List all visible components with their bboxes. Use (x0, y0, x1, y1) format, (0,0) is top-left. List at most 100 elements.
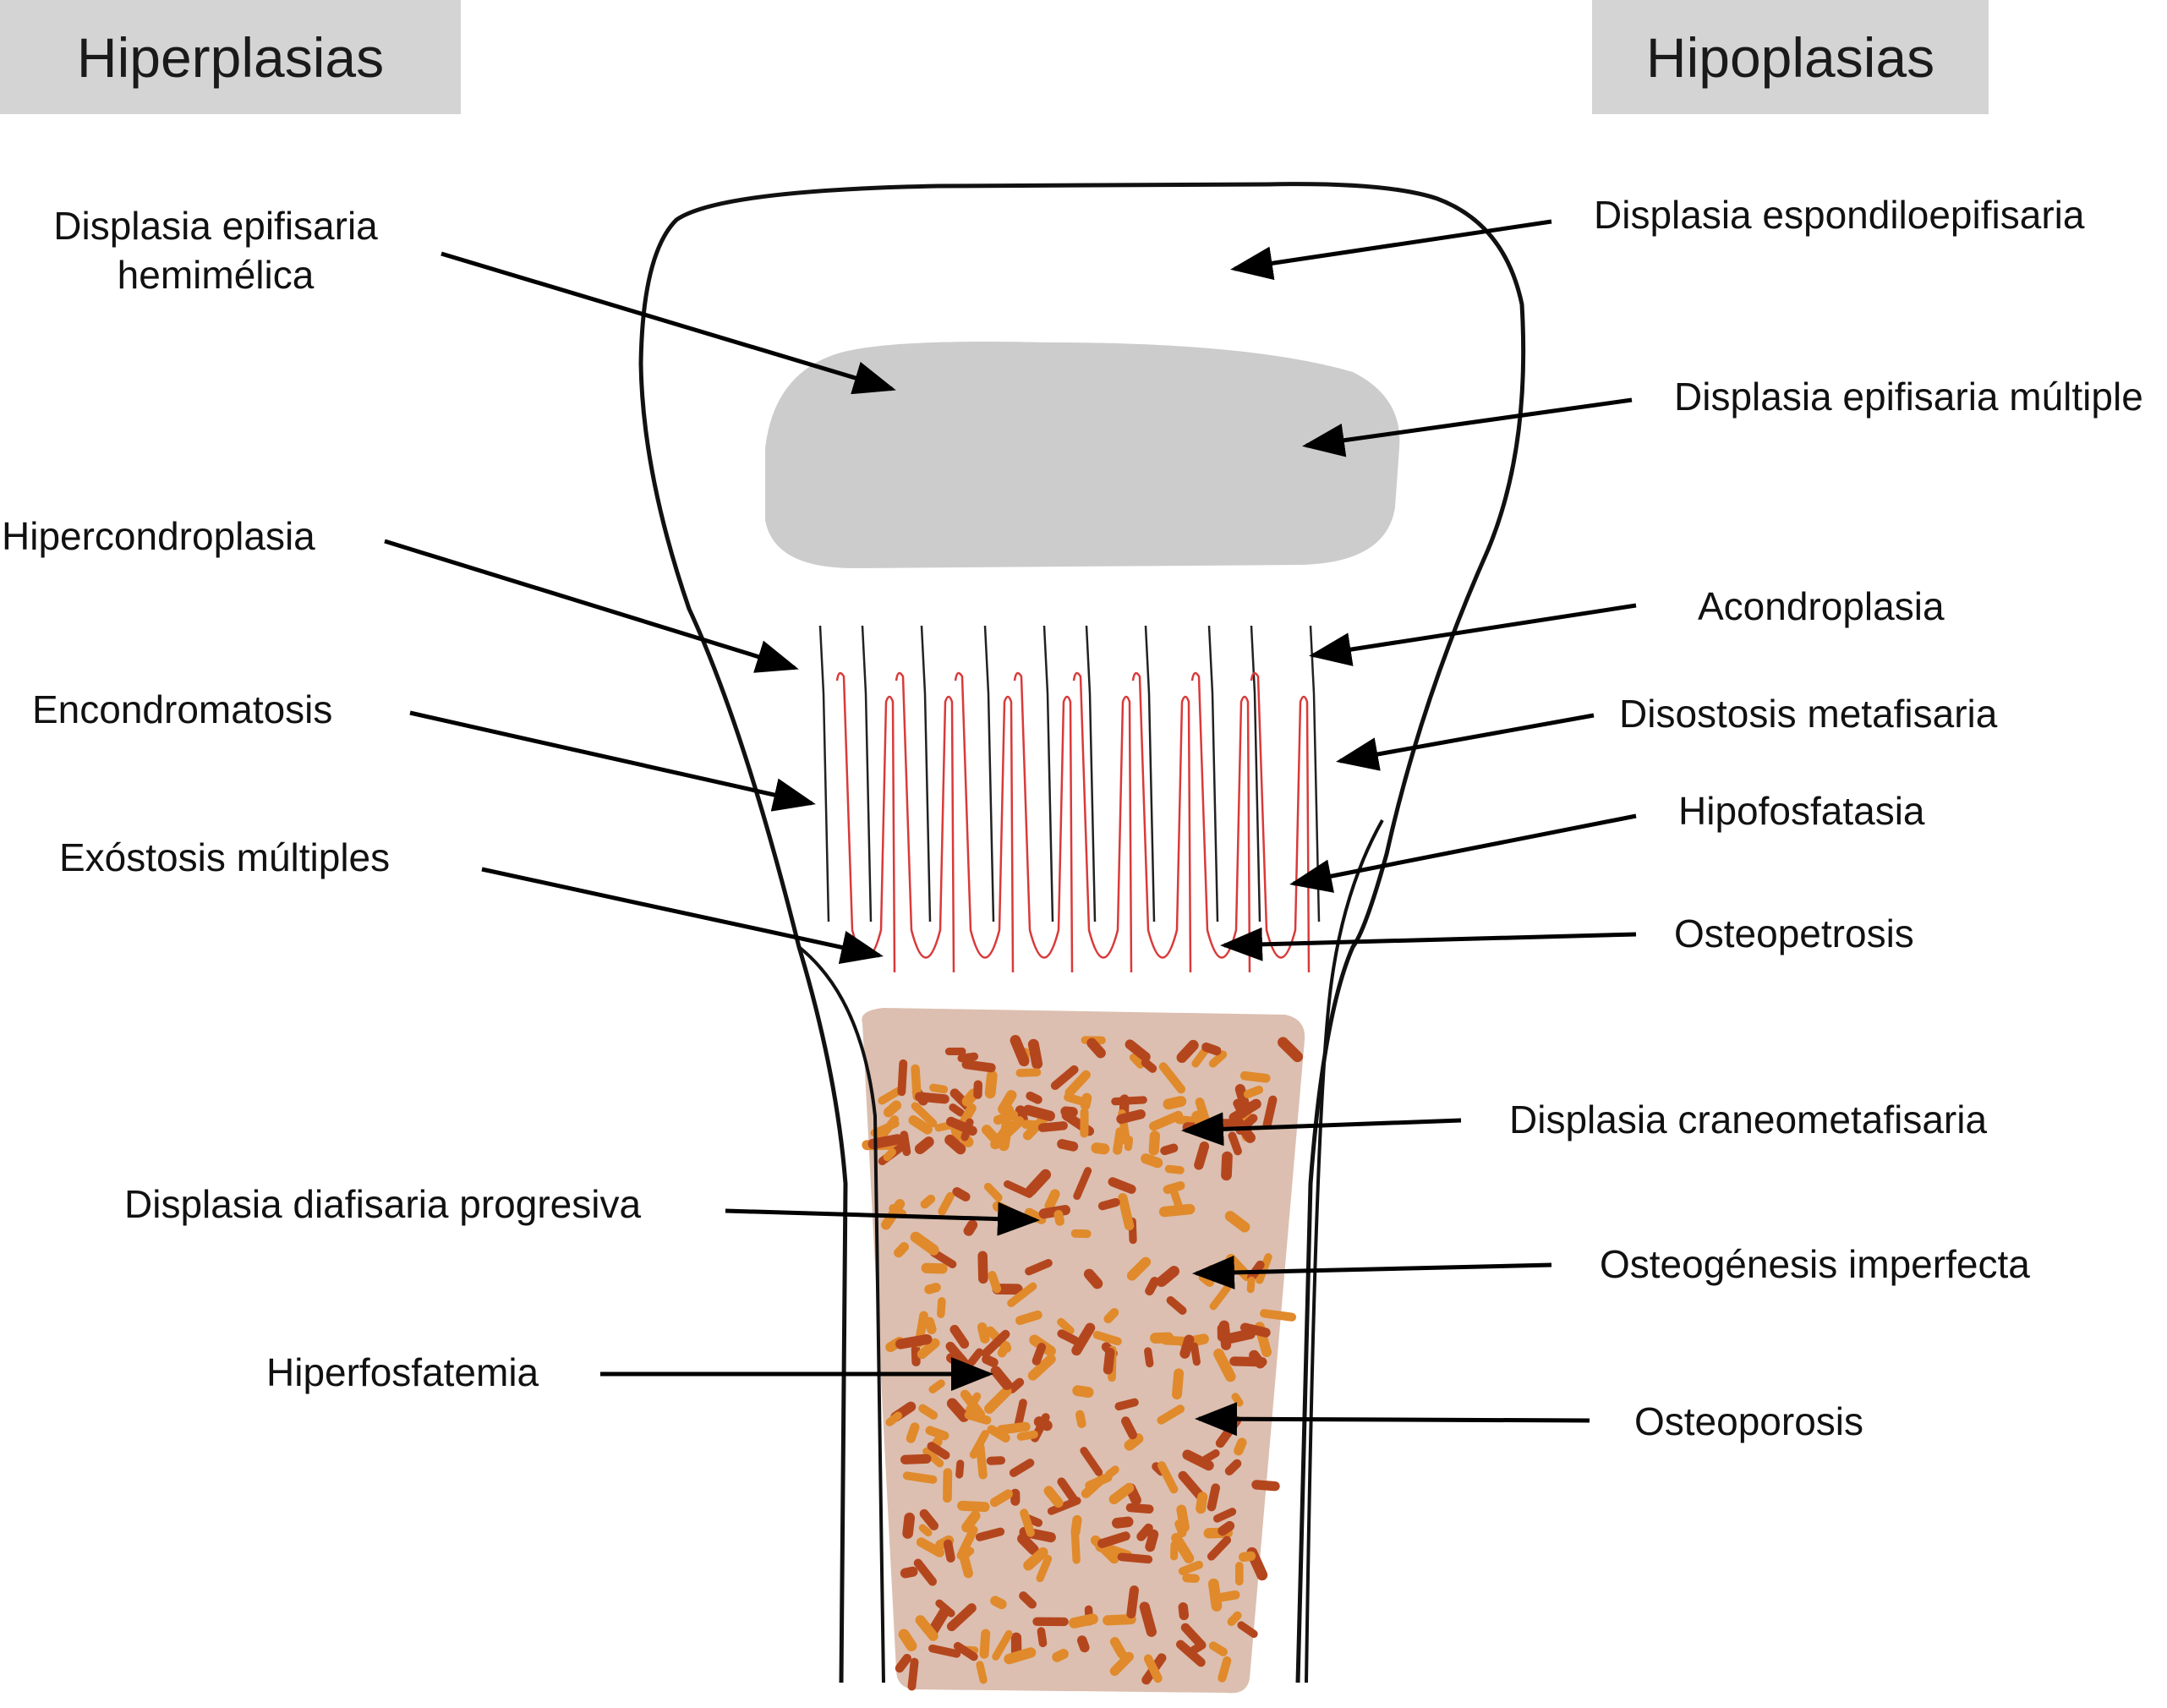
trabecula-speck (1141, 1058, 1157, 1073)
trabecula-speck (1064, 1092, 1087, 1106)
trabecula-speck (914, 1136, 934, 1155)
trabecula-speck (1023, 1547, 1048, 1571)
trabecula-speck (992, 1629, 1013, 1661)
trabecula-speck (1156, 1266, 1179, 1288)
trabecula-speck (983, 1182, 1003, 1202)
trabecula-speck (1208, 1050, 1228, 1068)
trabecula-speck (949, 1324, 970, 1349)
trabecula-speck (996, 1421, 1031, 1435)
label-osteogenesis-imperfecta: Osteogénesis imperfecta (1600, 1242, 2030, 1286)
trabecula-speck (1033, 1416, 1053, 1432)
trabecula-speck (976, 1442, 988, 1480)
trabecula-speck (1218, 1656, 1232, 1683)
trabecula-speck (1070, 1530, 1081, 1564)
trabecula-speck (922, 1447, 944, 1468)
trabecula-speck (917, 1338, 940, 1360)
trabecula-speck (1174, 1519, 1187, 1538)
trabecula-speck (961, 1510, 981, 1533)
trabecula-speck (1103, 1347, 1115, 1375)
trabecula-speck (1216, 1590, 1240, 1602)
trabecula-speck (921, 1262, 948, 1274)
trabecula-speck (878, 1087, 902, 1105)
trabecula-speck (982, 1355, 999, 1367)
trabecula-speck (1004, 1647, 1037, 1665)
trabecula-speck (1108, 1482, 1135, 1505)
epiphysis-nucleus (765, 342, 1400, 568)
trabecula-speck (1064, 1070, 1091, 1098)
label-displasia-epifisaria-hemimelica: Displasia epifisaria hemimélica (42, 201, 389, 299)
trabecula-speck (938, 1191, 955, 1216)
growth-column-red (954, 671, 1015, 973)
trabecula-speck (1145, 1277, 1159, 1296)
trabecula-speck (875, 1115, 900, 1143)
trabecula-speck (998, 1118, 1013, 1152)
trabecula-speck (1113, 1127, 1125, 1155)
label-osteopetrosis: Osteopetrosis (1674, 911, 1914, 955)
arrow-displasia-epifisaria-hemimelica (441, 251, 896, 395)
trabecula-speck (943, 1539, 955, 1563)
trabecula-speck (1085, 1473, 1113, 1491)
trabecula-speck (928, 1644, 961, 1658)
trabecula-speck (911, 1344, 921, 1367)
label-exostosis-multiples: Exóstosis múltiples (59, 835, 391, 879)
trabecula-speck (1201, 1449, 1220, 1464)
trabecula-speck (894, 1242, 909, 1258)
trabecula-speck (1097, 1531, 1130, 1548)
trabecula-speck (1057, 1139, 1079, 1152)
trabecula-speck (1026, 1091, 1042, 1104)
trabecula-speck (1182, 1449, 1214, 1471)
trabecula-speck (927, 1607, 949, 1638)
trabecula-speck (1234, 1084, 1251, 1114)
trabecula-speck (1207, 1578, 1223, 1612)
trabecula-speck (1148, 1130, 1161, 1156)
arrow-displasia-epifisaria-multiple (1302, 397, 1633, 457)
trabecula-speck (977, 1322, 990, 1344)
trabecula-speck (1097, 1197, 1120, 1211)
trabecula-speck (928, 1379, 945, 1393)
trabecula-speck (1060, 1106, 1078, 1118)
trabecula-speck (989, 1489, 1013, 1508)
trabecula-speck (1086, 1037, 1106, 1059)
trabecula-speck (1178, 1601, 1190, 1621)
trabecula-speck (1038, 1205, 1070, 1219)
growth-plate (818, 625, 1321, 973)
trabecula-speck (1083, 1268, 1103, 1289)
trabecula-speck (1126, 1256, 1152, 1281)
trabecula-speck (1010, 1035, 1030, 1067)
trabecula-speck (1017, 1533, 1039, 1555)
trabecula-speck (1228, 1131, 1242, 1156)
trabecula-speck (946, 1603, 977, 1632)
trabecula-speck (982, 1125, 1004, 1148)
arrow-hipercondroplasia (384, 539, 799, 673)
label-line: Displasia epifisaria (53, 204, 378, 248)
trabecula-speck (949, 1103, 965, 1117)
trabecula-speck (1169, 1185, 1185, 1214)
trabecula-speck (1020, 1508, 1035, 1537)
trabecula-speck (990, 1366, 1013, 1390)
arrow-osteogenesis-imperfecta (1192, 1255, 1552, 1289)
trabecula-speck (1224, 1459, 1242, 1476)
label-encondromatosis: Encondromatosis (32, 687, 333, 731)
label-displasia-craneometafisaria: Displasia craneometafisaria (1509, 1098, 1988, 1141)
trabecula-speck (1213, 1348, 1236, 1382)
trabecula-speck (1124, 1433, 1144, 1451)
trabecula-speck (946, 1398, 970, 1422)
trabecula-speck (1114, 1398, 1139, 1411)
trabecula-speck (1198, 1272, 1215, 1287)
trabecula-speck (1103, 1613, 1136, 1626)
label-acondroplasia: Acondroplasia (1698, 584, 1945, 628)
arrow-exostosis-multiples (481, 867, 884, 965)
label-disostosis-metafisaria: Disostosis metafisaria (1619, 692, 1998, 736)
trabecula-speck (1015, 1068, 1042, 1077)
trabecula-speck (1175, 1640, 1206, 1667)
trabecula-speck (1070, 1514, 1082, 1537)
trabecula-speck (1043, 1486, 1064, 1508)
growth-column-outline (1042, 625, 1054, 922)
trabecula-speck (984, 1070, 998, 1099)
trabecula-speck (1143, 1654, 1163, 1683)
growth-column-red (1190, 671, 1251, 973)
trabecula-speck (963, 1219, 978, 1236)
trabecula-speck (1027, 1038, 1043, 1070)
trabecula-speck (1092, 1331, 1122, 1346)
trabecula-speck (1176, 1504, 1190, 1533)
